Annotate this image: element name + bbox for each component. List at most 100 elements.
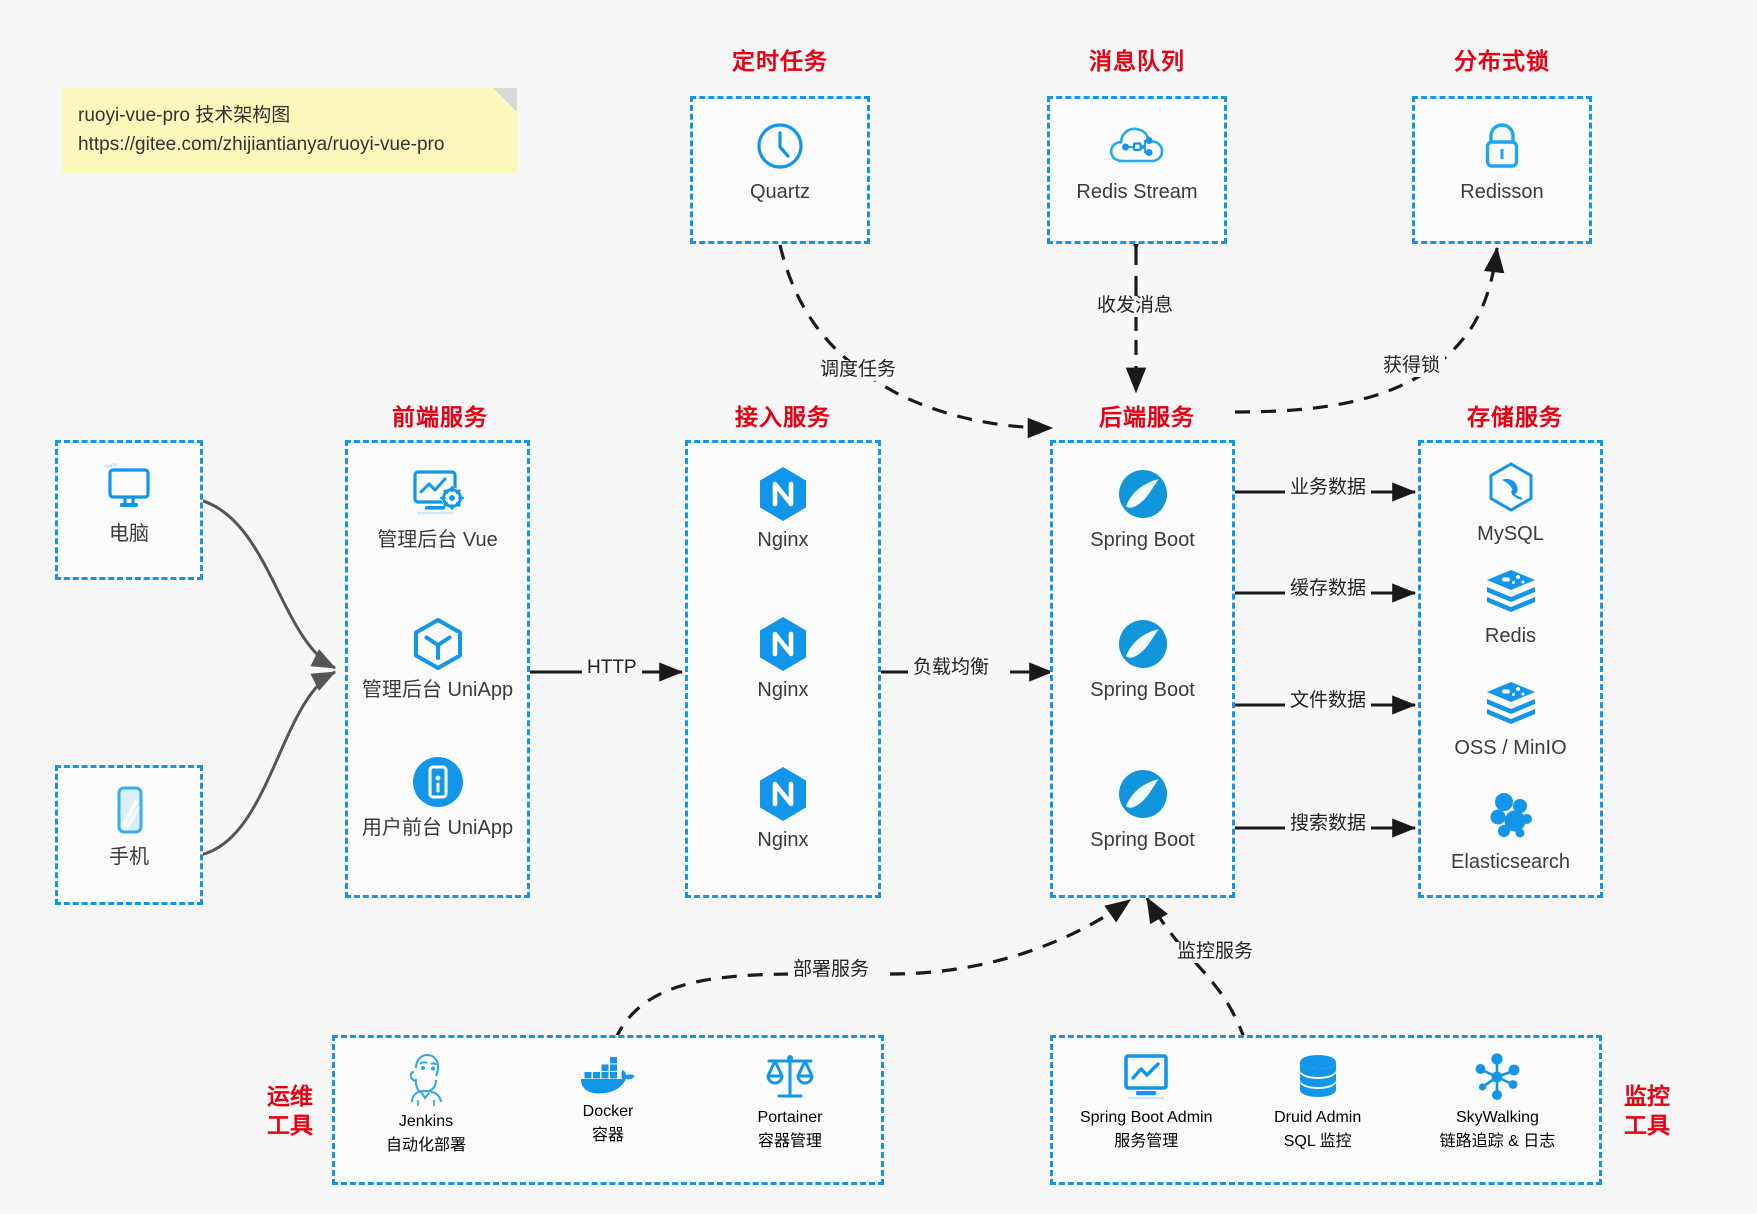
edge-label-load-balance: 负载均衡 xyxy=(908,657,995,679)
spring-icon xyxy=(1053,615,1232,673)
lock-icon xyxy=(1415,117,1589,175)
group-scheduler[interactable]: Quartz xyxy=(690,96,870,244)
monitor-caption-line-1: 监控 xyxy=(1624,1083,1670,1109)
node-skywalking[interactable]: SkyWalking 链路追踪 & 日志 xyxy=(1396,1050,1599,1151)
edge-label-file-data: 文件数据 xyxy=(1285,690,1372,712)
node-label: Nginx xyxy=(757,829,809,851)
group-title-backend: 后端服务 xyxy=(1099,404,1195,430)
node-user-uniapp[interactable]: 用户前台 UniApp xyxy=(348,753,527,841)
group-title-mq: 消息队列 xyxy=(1089,48,1185,74)
group-lock[interactable]: Redisson xyxy=(1412,96,1592,244)
node-portainer[interactable]: Portainer 容器管理 xyxy=(699,1050,881,1155)
phone-icon xyxy=(58,782,200,840)
node-sublabel: 容器 xyxy=(591,1127,624,1144)
node-nginx-3[interactable]: Nginx xyxy=(688,765,878,853)
node-label: MySQL xyxy=(1477,523,1544,545)
node-admin-uniapp[interactable]: 管理后台 UniApp xyxy=(348,615,527,703)
edge-label-cache-data: 缓存数据 xyxy=(1285,578,1372,600)
monitor-chart-icon xyxy=(1053,1050,1239,1109)
clock-icon xyxy=(693,117,867,175)
edge-label-schedule-task: 调度任务 xyxy=(815,359,902,381)
node-label: Elasticsearch xyxy=(1451,851,1570,873)
group-backend[interactable]: Spring Boot Spring Boot Spring Boot xyxy=(1050,440,1235,898)
node-sublabel: 链路追踪 & 日志 xyxy=(1439,1133,1556,1150)
edge-label-search-data: 搜索数据 xyxy=(1285,813,1372,835)
node-oss-minio[interactable]: OSS / MinIO xyxy=(1421,673,1600,761)
node-elasticsearch[interactable]: Elasticsearch xyxy=(1421,787,1600,875)
redis-icon xyxy=(1421,561,1600,619)
nginx-icon xyxy=(688,615,878,673)
edge-label-http: HTTP xyxy=(582,657,642,679)
node-label: Nginx xyxy=(757,529,809,551)
node-redis[interactable]: Redis xyxy=(1421,561,1600,649)
group-title-scheduler: 定时任务 xyxy=(732,48,828,74)
node-label: SkyWalking xyxy=(1455,1109,1539,1126)
network-nodes-icon xyxy=(1396,1050,1599,1109)
node-quartz[interactable]: Quartz xyxy=(693,117,867,205)
group-client-desktop[interactable]: 电脑 xyxy=(55,440,203,580)
node-label: 电脑 xyxy=(109,523,149,545)
node-label: Redisson xyxy=(1460,181,1544,203)
nginx-icon xyxy=(688,465,878,523)
group-title-storage: 存储服务 xyxy=(1467,404,1563,430)
group-client-phone[interactable]: 手机 xyxy=(55,765,203,905)
node-label: Spring Boot xyxy=(1090,529,1195,551)
group-devops[interactable]: Jenkins 自动化部署 Docker 容器 xyxy=(332,1035,884,1185)
node-label: Docker xyxy=(582,1103,634,1120)
group-mq[interactable]: Redis Stream xyxy=(1047,96,1227,244)
group-title-lock: 分布式锁 xyxy=(1454,48,1550,74)
mysql-icon xyxy=(1421,459,1600,517)
group-frontend[interactable]: 管理后台 Vue 管理后台 UniApp 用户前台 xyxy=(345,440,530,898)
node-mysql[interactable]: MySQL xyxy=(1421,459,1600,547)
node-phone[interactable]: 手机 xyxy=(58,782,200,870)
node-spring-boot-2[interactable]: Spring Boot xyxy=(1053,615,1232,703)
node-nginx-1[interactable]: Nginx xyxy=(688,465,878,553)
mobile-circle-icon xyxy=(348,753,527,811)
node-admin-vue[interactable]: 管理后台 Vue xyxy=(348,465,527,553)
dashboard-gear-icon xyxy=(348,465,527,523)
node-label: 管理后台 Vue xyxy=(377,529,498,551)
node-spring-boot-1[interactable]: Spring Boot xyxy=(1053,465,1232,553)
node-spring-boot-admin[interactable]: Spring Boot Admin 服务管理 xyxy=(1053,1050,1239,1151)
node-jenkins[interactable]: Jenkins 自动化部署 xyxy=(335,1050,517,1155)
spring-icon xyxy=(1053,465,1232,523)
node-sublabel: 自动化部署 xyxy=(385,1137,466,1154)
group-caption-devops: 运维 工具 xyxy=(255,1082,325,1140)
node-sublabel: SQL 监控 xyxy=(1283,1133,1352,1150)
node-sublabel: 容器管理 xyxy=(757,1133,822,1150)
cloud-stream-icon xyxy=(1050,117,1224,175)
desktop-icon xyxy=(58,459,200,517)
node-druid-admin[interactable]: Druid Admin SQL 监控 xyxy=(1239,1050,1395,1151)
group-title-gateway: 接入服务 xyxy=(735,404,831,430)
node-label: Quartz xyxy=(749,181,811,203)
node-label: 管理后台 UniApp xyxy=(361,679,514,701)
node-nginx-2[interactable]: Nginx xyxy=(688,615,878,703)
node-spring-boot-3[interactable]: Spring Boot xyxy=(1053,765,1232,853)
elasticsearch-icon xyxy=(1421,787,1600,845)
group-storage[interactable]: MySQL Redis xyxy=(1418,440,1603,898)
spring-icon xyxy=(1053,765,1232,823)
node-docker[interactable]: Docker 容器 xyxy=(517,1050,699,1155)
edge-label-mq-messages: 收发消息 xyxy=(1092,295,1179,317)
docker-icon xyxy=(517,1050,699,1103)
node-label: Spring Boot xyxy=(1090,679,1195,701)
node-label: Nginx xyxy=(757,679,809,701)
node-label: Portainer xyxy=(757,1109,823,1126)
node-label: 用户前台 UniApp xyxy=(361,817,514,839)
edge-label-business-data: 业务数据 xyxy=(1285,477,1372,499)
node-redisson[interactable]: Redisson xyxy=(1415,117,1589,205)
scales-icon xyxy=(699,1050,881,1109)
group-gateway[interactable]: Nginx Nginx Nginx xyxy=(685,440,881,898)
group-monitor[interactable]: Spring Boot Admin 服务管理 Druid Admin S xyxy=(1050,1035,1602,1185)
edge-label-monitor-service: 监控服务 xyxy=(1172,941,1259,963)
oss-icon xyxy=(1421,673,1600,731)
node-desktop[interactable]: 电脑 xyxy=(58,459,200,547)
node-redis-stream[interactable]: Redis Stream xyxy=(1050,117,1224,205)
node-label: Spring Boot Admin xyxy=(1079,1109,1213,1126)
group-caption-monitor: 监控 工具 xyxy=(1612,1082,1682,1140)
node-label: Spring Boot xyxy=(1090,829,1195,851)
node-label: Jenkins xyxy=(398,1113,454,1130)
nginx-icon xyxy=(688,765,878,823)
note-fold-icon xyxy=(493,88,517,112)
devops-caption-line-2: 工具 xyxy=(267,1111,313,1138)
